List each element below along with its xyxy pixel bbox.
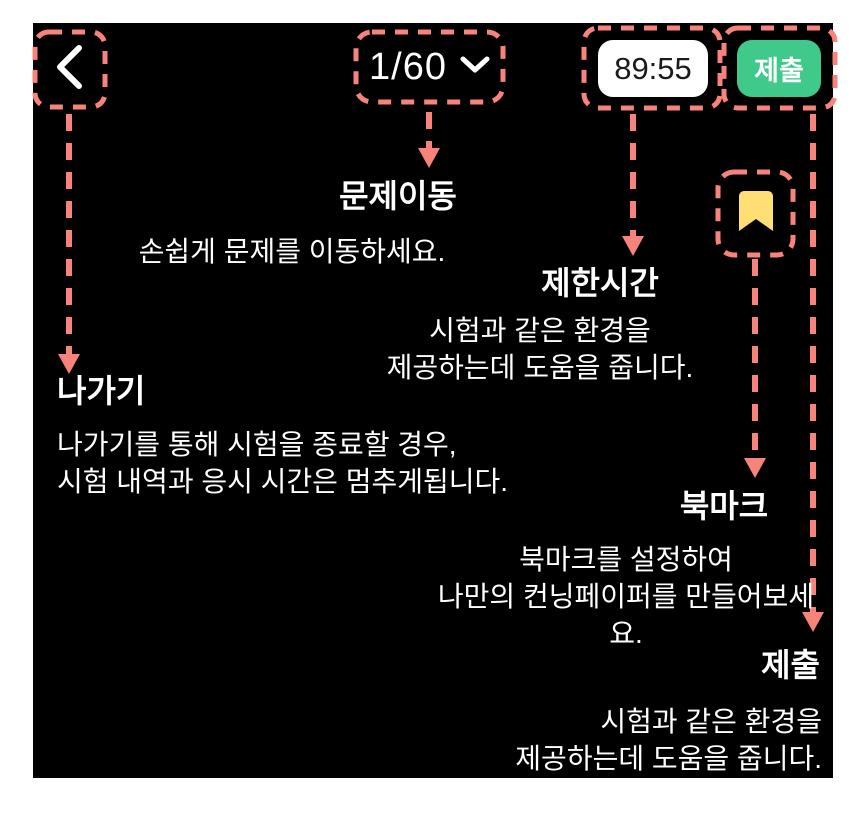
back-button[interactable] [35, 32, 105, 107]
callout-question-nav-title: 문제이동 [339, 178, 457, 214]
callout-exit-title: 나가기 [57, 373, 146, 409]
question-nav-label: 1/60 [369, 45, 447, 88]
question-nav-dropdown[interactable]: 1/60 [356, 32, 503, 102]
callout-question-nav-body: 손쉽게 문제를 이동하세요. [138, 236, 446, 267]
chevron-down-icon [460, 55, 490, 80]
callout-exit-body: 나가기를 통해 시험을 종료할 경우, 시험 내역과 응시 시간은 멈추게됩니다… [57, 429, 509, 498]
chevron-left-icon [55, 44, 85, 95]
submit-button[interactable]: 제출 [737, 40, 821, 97]
callout-bookmark-body: 북마크를 설정하여 나만의 컨닝페이퍼를 만들어보세요. [437, 544, 815, 650]
callout-time-limit-body: 시험과 같은 환경을 제공하는데 도움을 줍니다. [386, 315, 694, 384]
callout-time-limit-title: 제한시간 [541, 265, 659, 301]
bookmark-icon [738, 191, 773, 236]
callout-bookmark-title: 북마크 [679, 488, 769, 524]
submit-button-label: 제출 [754, 56, 804, 86]
callout-submit-body: 시험과 같은 환경을 제공하는데 도움을 줍니다. [515, 706, 822, 775]
timer-display: 89:55 [598, 40, 708, 97]
callout-submit-title: 제출 [761, 647, 820, 683]
timer-value: 89:55 [614, 50, 692, 86]
bookmark-button[interactable] [718, 172, 793, 255]
